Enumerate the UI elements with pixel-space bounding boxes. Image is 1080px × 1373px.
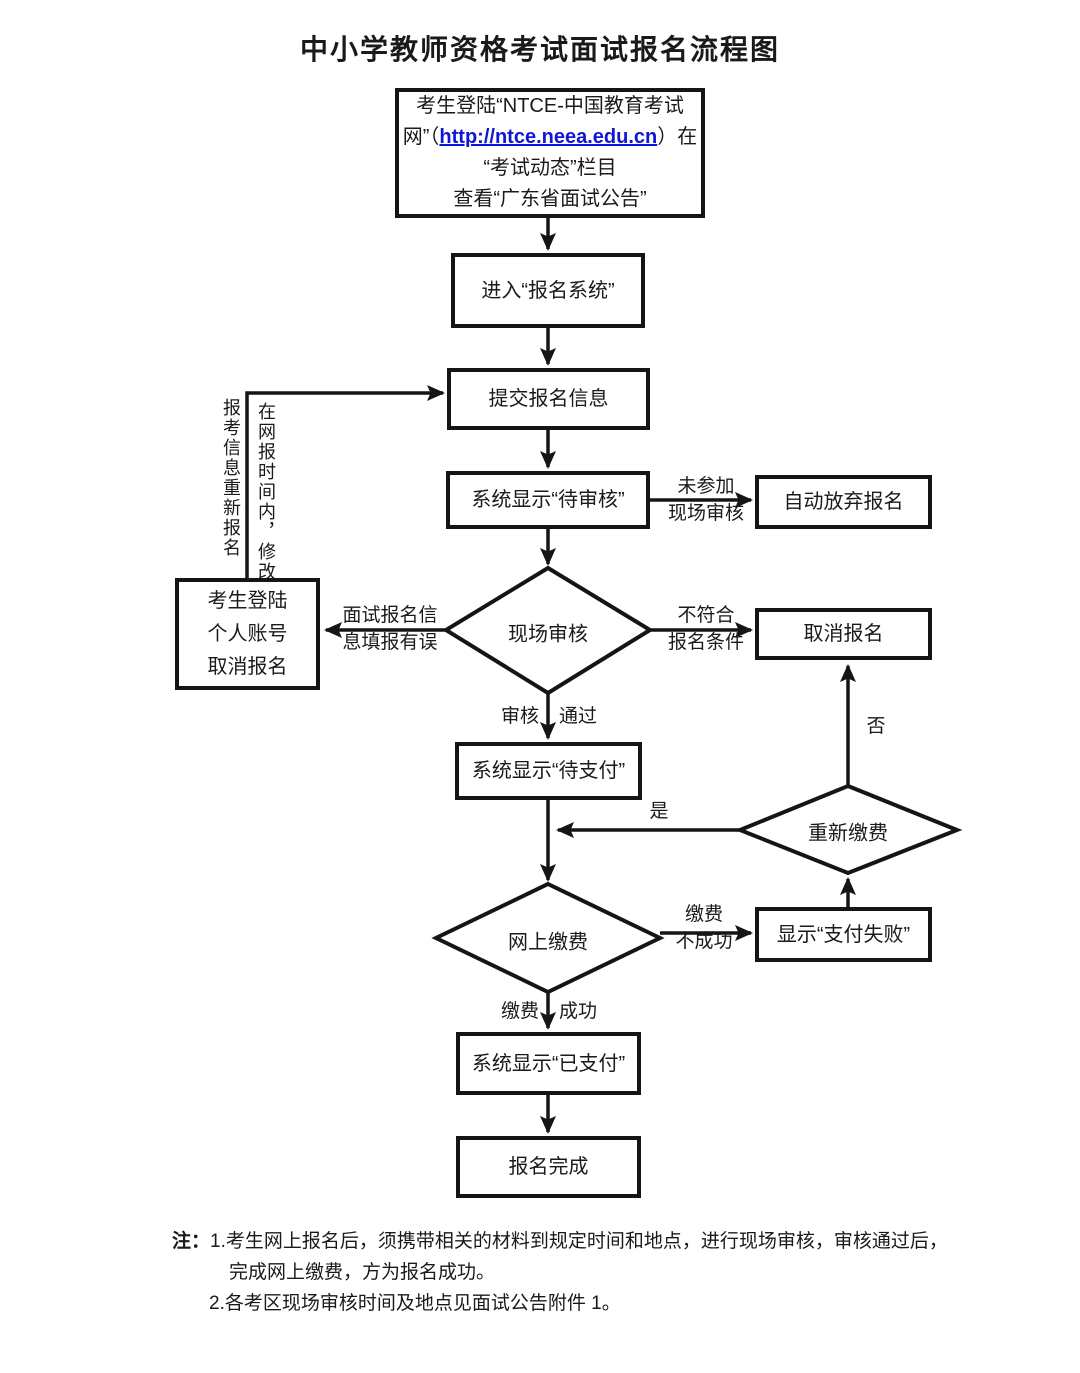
node-cancel-registration: 取消报名 (755, 608, 932, 660)
footnotes: 注： 1.考生网上报名后，须携带相关的材料到规定时间和地点，进行现场审核，审核通… (172, 1227, 972, 1319)
label-review-pass: 审核 通过 (501, 701, 597, 728)
node-paid: 系统显示“已支付” (456, 1032, 641, 1095)
label-pay-fail: 缴费 不成功 (675, 901, 732, 955)
pending-payment-label: 系统显示“待支付” (471, 760, 626, 782)
footnote-line1: 1.考生网上报名后，须携带相关的材料到规定时间和地点，进行现场审核，审核通过后， (210, 1231, 948, 1252)
label-not-qualified-line1: 不符合 (677, 605, 735, 626)
start-line4: 查看“广东省面试公告” (453, 188, 647, 210)
complete-label: 报名完成 (508, 1156, 589, 1178)
label-modify-column-left: 报考信息重新报名 (221, 398, 241, 558)
label-not-attended: 未参加 现场审核 (668, 473, 744, 527)
start-line2: 网”（http://ntce.neea.edu.cn）在 (403, 122, 697, 153)
label-success: 成功 (559, 1001, 598, 1022)
label-pay-success: 缴费 成功 (501, 996, 597, 1023)
label-not-qualified-line2: 报名条件 (667, 632, 745, 653)
diamond-repay (734, 783, 963, 876)
node-auto-abandon: 自动放弃报名 (755, 475, 932, 529)
login-cancel-line3: 取消报名 (207, 655, 288, 678)
paid-label: 系统显示“已支付” (471, 1052, 626, 1075)
auto-abandon-label: 自动放弃报名 (783, 491, 904, 513)
label-review: 审核 (500, 706, 539, 727)
label-pass: 通过 (559, 706, 598, 727)
label-modify-column-right: 在网报时间内，修改 (256, 402, 276, 582)
repay-label: 重新缴费 (808, 822, 888, 845)
enter-system-label: 进入“报名系统” (481, 279, 615, 302)
label-pay-fail-line2: 不成功 (675, 931, 733, 952)
cancel-registration-label: 取消报名 (803, 623, 884, 645)
diamond-onsite-review (442, 565, 654, 696)
diamond-online-payment (431, 881, 665, 995)
node-login-cancel: 考生登陆 个人账号 取消报名 (175, 578, 320, 690)
label-not-qualified: 不符合 报名条件 (668, 602, 744, 656)
label-pay-fail-line1: 缴费 (684, 904, 724, 925)
node-submit-info: 提交报名信息 (447, 368, 650, 430)
start-line2-suffix: ）在 (657, 126, 698, 148)
start-line1: 考生登陆“NTCE-中国教育考试 (416, 95, 684, 117)
connector-lines (245, 217, 856, 1134)
login-cancel-line1: 考生登陆 (207, 589, 288, 612)
label-not-attended-line1: 未参加 (677, 476, 735, 497)
pending-review-label: 系统显示“待审核” (471, 489, 625, 511)
label-no: 否 (866, 716, 886, 737)
footnote-line2: 完成网上缴费，方为报名成功。 (229, 1261, 496, 1283)
node-enter-system: 进入“报名系统” (451, 253, 645, 328)
start-line3: “考试动态”栏目 (483, 157, 617, 179)
page-title: 中小学教师资格考试面试报名流程图 (299, 34, 780, 65)
label-info-error: 面试报名信 息填报有误 (342, 602, 437, 656)
payment-failed-label: 显示“支付失败” (776, 923, 911, 946)
login-cancel-line2: 个人账号 (207, 622, 288, 645)
label-info-error-line2: 息填报有误 (342, 632, 438, 653)
onsite-review-label: 现场审核 (508, 623, 588, 646)
node-complete: 报名完成 (456, 1136, 641, 1198)
decision-diamonds (431, 565, 963, 995)
label-pay: 缴费 (500, 1001, 539, 1022)
footnote-label: 注： (172, 1231, 211, 1252)
online-payment-label: 网上缴费 (508, 931, 588, 954)
label-yes: 是 (649, 801, 669, 822)
footnote-line3: 2.各考区现场审核时间及地点见面试公告附件 1。 (209, 1292, 621, 1314)
start-line2-prefix: 网”（ (402, 126, 440, 148)
node-pending-payment: 系统显示“待支付” (455, 742, 642, 800)
node-payment-failed: 显示“支付失败” (755, 907, 932, 962)
label-not-attended-line2: 现场审核 (667, 503, 745, 524)
edge-feedback-resubmit (245, 385, 445, 578)
node-start: 考生登陆“NTCE-中国教育考试 网”（http://ntce.neea.edu… (395, 88, 705, 218)
ntce-link[interactable]: http://ntce.neea.edu.cn (439, 126, 658, 148)
label-info-error-line1: 面试报名信 (342, 605, 438, 626)
footnote-row1: 注： 1.考生网上报名后，须携带相关的材料到规定时间和地点，进行现场审核，审核通… (172, 1227, 972, 1258)
node-pending-review: 系统显示“待审核” (446, 471, 650, 529)
submit-info-label: 提交报名信息 (488, 388, 609, 410)
